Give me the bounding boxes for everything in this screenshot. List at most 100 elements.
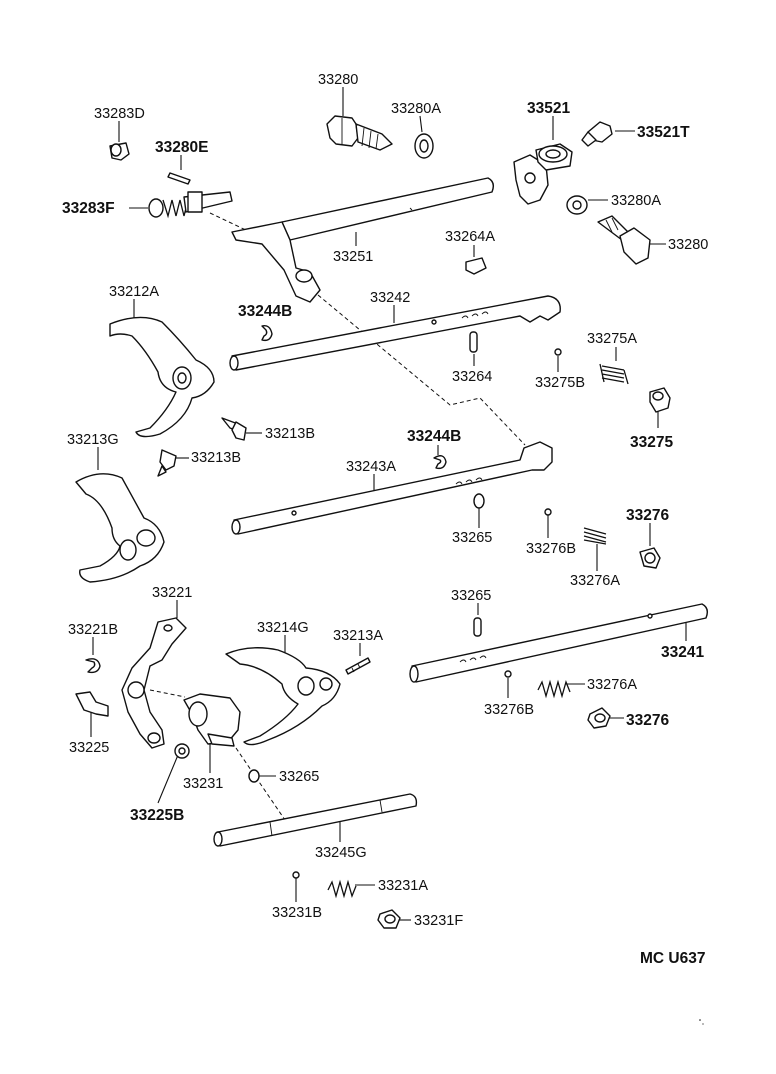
label-33244b-1: 33244B [238,303,292,320]
label-33231f: 33231F [414,913,463,929]
label-33521t: 33521T [637,124,690,141]
part-33244b-clip-1 [261,324,273,342]
label-33280-right: 33280 [668,237,708,253]
part-33244b-clip-2 [433,455,447,470]
label-33280-top: 33280 [318,72,358,88]
label-33225: 33225 [69,740,109,756]
part-33283f-shaft [148,191,233,219]
part-33521-bracket [513,143,573,205]
part-33213g-shift-fork [75,473,165,583]
part-33276b-ball-2 [504,670,512,678]
part-33276b-ball-1 [544,508,552,516]
part-labels: 33280 33280A 33283D 33280E 33283F 33521 … [62,72,708,967]
label-33276b-1: 33276B [526,541,576,557]
label-33276a-1: 33276A [570,573,620,589]
label-33264: 33264 [452,369,492,385]
label-33264a: 33264A [445,229,495,245]
label-33231b: 33231B [272,905,322,921]
leader-33280a-top [419,115,423,133]
label-33221b: 33221B [68,622,118,638]
part-33245g-shift-rail [213,793,418,847]
part-33283d-cap [109,142,130,161]
part-33241-shift-rail [409,603,709,683]
label-33231: 33231 [183,776,223,792]
label-33265-1: 33265 [452,530,492,546]
part-33231b-ball [292,871,300,879]
part-33213b-screw-1 [221,417,247,441]
label-33283d: 33283D [94,106,145,122]
dash-33221-to-33231 [149,689,186,698]
part-33242-shift-rail [229,295,561,371]
part-33231a-spring [327,879,357,899]
dash-33251-to-33243a [317,294,526,446]
part-33251-lever-shaft [231,177,495,303]
part-33231f-plug [377,909,401,929]
part-33276-plug-2 [587,707,611,729]
label-33280a-top: 33280A [391,101,441,117]
part-33213b-screw-2 [157,449,177,477]
part-33225b-washer [174,743,190,759]
part-33264-pin [469,331,478,353]
label-33276b-2: 33276B [484,702,534,718]
part-33212a-shift-fork [109,316,215,438]
label-33280a-right: 33280A [611,193,661,209]
part-33280a-washer-right [566,195,588,215]
label-33276a-2: 33276A [587,677,637,693]
label-33242: 33242 [370,290,410,306]
part-33275a-spring [599,363,629,385]
part-33264a-plug [465,257,487,275]
label-33214g: 33214G [257,620,309,636]
leader-lines [90,87,687,921]
part-33280a-washer-top [414,133,434,159]
label-33213g: 33213G [67,432,119,448]
scan-specks [699,1019,704,1025]
label-33280e: 33280E [155,139,208,156]
label-33275: 33275 [630,434,673,451]
part-33276a-spring-2 [537,679,571,699]
part-33521t-bolt [581,121,613,147]
part-33275-plug [649,387,671,413]
label-33213b-1: 33213B [265,426,315,442]
label-33275b: 33275B [535,375,585,391]
label-33213a: 33213A [333,628,383,644]
label-33251: 33251 [333,249,373,265]
part-33225-pin [75,691,109,717]
diagram-code: MC U637 [640,950,705,967]
label-33213b-2: 33213B [191,450,241,466]
label-33245g: 33245G [315,845,367,861]
part-33280-plug-right [597,215,651,265]
part-33221b-clip [85,658,101,674]
part-33265-pin-2 [473,617,482,637]
part-33213a-pin [345,657,371,675]
label-33212a: 33212A [109,284,159,300]
label-33243a: 33243A [346,459,396,475]
part-33265-plug-1 [473,493,485,509]
label-33231a: 33231A [378,878,428,894]
label-33221: 33221 [152,585,192,601]
part-33275b-ball [554,348,562,356]
label-33276-2: 33276 [626,712,669,729]
label-33265-2: 33265 [451,588,491,604]
part-33276a-spring-1 [583,527,607,545]
label-33275a: 33275A [587,331,637,347]
label-33225b: 33225B [130,807,184,824]
label-33265-3: 33265 [279,769,319,785]
part-33265-plug-3 [248,769,260,783]
label-33244b-2: 33244B [407,428,461,445]
leader-33225b [157,754,179,804]
part-33280-plug-top [326,115,393,151]
part-33214g-shift-fork [225,647,341,746]
label-33283f: 33283F [62,200,115,217]
part-33221-lever [121,617,187,749]
dash-33283f-to-33251 [209,212,251,233]
label-33241: 33241 [661,644,704,661]
alignment-dashes [149,212,526,821]
part-33276-plug-1 [639,547,661,569]
part-33231-shift-head [183,693,241,747]
label-33521: 33521 [527,100,570,117]
part-33280e-pin [167,172,191,185]
dash-33231-to-33245g [235,747,286,821]
label-33276-1: 33276 [626,507,669,524]
part-33243a-shift-rail [231,441,553,535]
